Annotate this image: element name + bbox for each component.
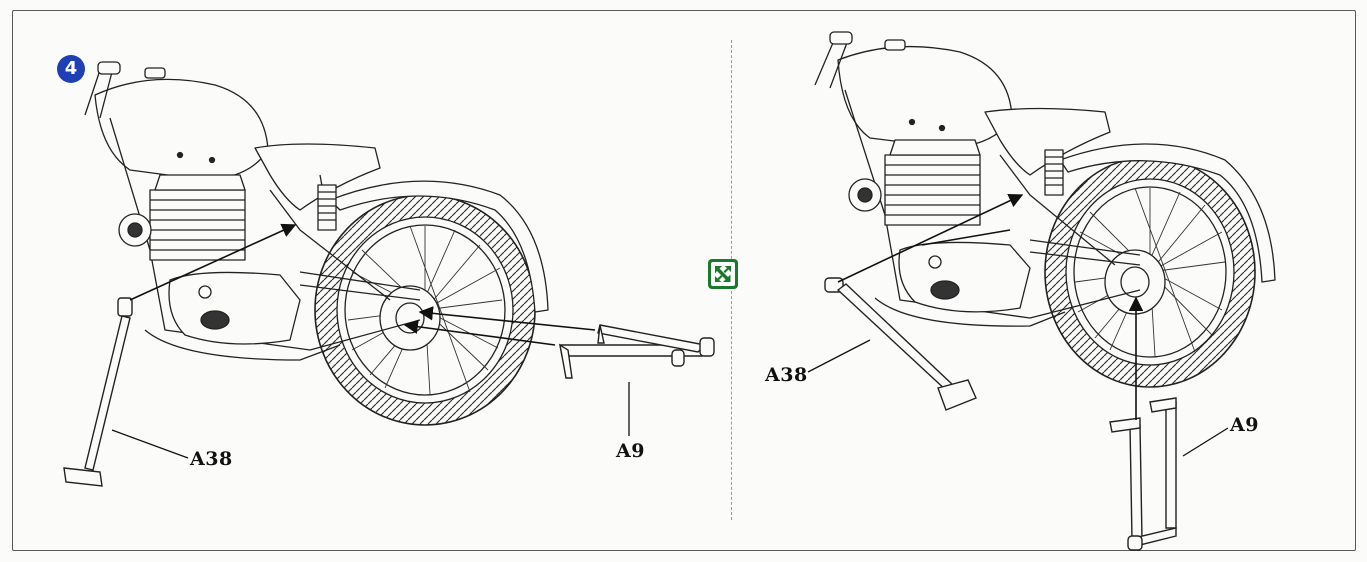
right-rear-fender (1059, 143, 1276, 283)
left-part-label-a38: A38 (190, 448, 233, 470)
right-crankcase (898, 241, 1031, 313)
right-footrest-a9 (1109, 397, 1177, 551)
left-motorcycle (84, 61, 549, 426)
swap-arrows-icon (708, 259, 738, 289)
right-seat (984, 107, 1111, 176)
right-kickstand-a38 (824, 277, 977, 411)
left-leader-lines (111, 382, 630, 459)
right-part-label-a38: A38 (765, 364, 808, 386)
right-shock-absorber (1044, 149, 1064, 196)
left-part-label-a9: A9 (616, 440, 645, 462)
right-part-label-a9: A9 (1230, 414, 1259, 436)
right-leader-lines (807, 339, 1229, 457)
right-arrows (837, 194, 1144, 420)
left-swing-arm (299, 271, 421, 301)
right-swing-arm (1029, 239, 1141, 266)
left-rear-hub (379, 285, 441, 351)
right-fuel-tank (837, 45, 1013, 149)
left-rear-fender (329, 180, 549, 313)
left-shock-absorber (317, 184, 337, 231)
left-kickstand-a38 (63, 297, 133, 487)
step-number-badge: 4 (57, 55, 85, 83)
left-engine (118, 174, 246, 261)
step-frame (12, 10, 1356, 551)
left-arrows (129, 223, 596, 346)
right-motorcycle (814, 31, 1276, 388)
right-rear-hub (1104, 249, 1166, 315)
right-engine (848, 139, 981, 226)
left-fuel-tank (94, 78, 269, 181)
left-seat (254, 143, 381, 211)
left-crankcase (168, 271, 301, 345)
left-footrest-a9 (559, 324, 715, 379)
